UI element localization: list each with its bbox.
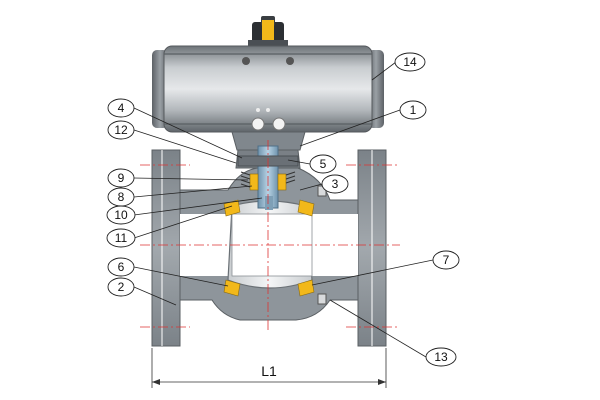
dimension-l1: L1: [151, 348, 387, 388]
packing-left: [249, 173, 259, 191]
svg-text:11: 11: [115, 231, 128, 245]
callout-9: 9: [107, 168, 135, 188]
callout-1: 1: [399, 100, 427, 120]
indicator-yellow: [262, 20, 274, 44]
svg-text:13: 13: [434, 350, 448, 364]
svg-text:4: 4: [118, 101, 125, 115]
svg-text:1: 1: [410, 103, 417, 117]
svg-text:2: 2: [118, 280, 125, 294]
svg-text:9: 9: [118, 171, 125, 185]
callout-14: 14: [394, 52, 426, 72]
svg-text:12: 12: [114, 123, 128, 137]
svg-text:6: 6: [118, 260, 125, 274]
callout-7: 7: [432, 250, 460, 270]
callout-12: 12: [107, 120, 135, 140]
callout-10: 10: [106, 205, 136, 225]
seat-lower-right: [297, 279, 315, 297]
actuator: [152, 16, 384, 151]
callout-3: 3: [321, 174, 349, 194]
callout-5: 5: [309, 154, 337, 174]
svg-text:3: 3: [332, 177, 339, 191]
svg-text:7: 7: [443, 253, 450, 267]
callout-11: 11: [106, 228, 136, 248]
mounting-bracket: [231, 131, 306, 151]
callouts: 14 1 4 12 5 9 3 8: [106, 52, 460, 367]
dimension-label: L1: [261, 363, 277, 379]
seat-upper-right: [297, 199, 315, 217]
actuator-cylinder: [163, 45, 373, 133]
svg-text:5: 5: [320, 157, 327, 171]
svg-text:8: 8: [118, 190, 125, 204]
callout-4: 4: [107, 98, 135, 118]
callout-8: 8: [107, 187, 135, 207]
seat-upper-left: [223, 199, 241, 217]
left-flange: [151, 149, 181, 347]
valve-body: [151, 145, 387, 347]
svg-text:14: 14: [403, 55, 417, 69]
callout-6: 6: [107, 257, 135, 277]
svg-text:10: 10: [114, 208, 128, 222]
center-lines: [140, 140, 400, 330]
callout-13: 13: [425, 347, 457, 367]
leader-lines: [133, 61, 434, 358]
seat-lower-left: [223, 279, 241, 297]
packing-right: [277, 173, 287, 191]
callout-2: 2: [107, 277, 135, 297]
